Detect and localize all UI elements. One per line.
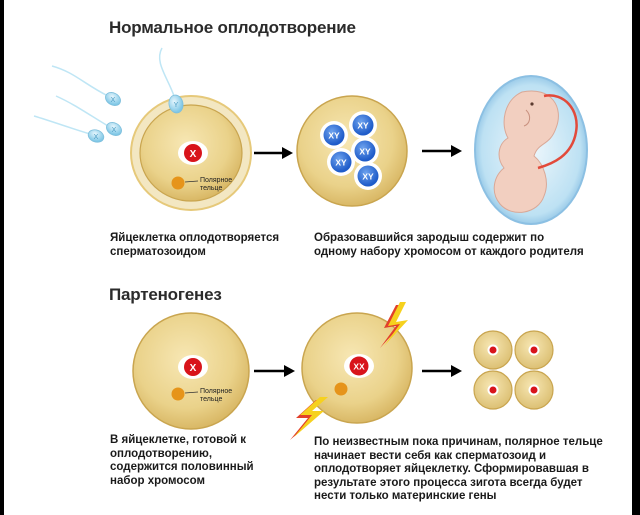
sperm-cells: X X X Y [33,47,184,143]
arrow-right-icon [254,147,293,159]
arrow-right-icon [422,145,462,157]
svg-text:X: X [111,97,116,104]
sperm-3: X [33,115,105,143]
dividing-embryo: XY XY XY XY XY [296,95,408,207]
sperm-4: Y [158,47,184,114]
svg-text:тельце: тельце [200,396,222,403]
svg-text:XY: XY [335,158,347,168]
arrow-right-icon [422,365,462,377]
svg-text:XY: XY [328,131,340,141]
svg-text:X: X [112,127,117,134]
svg-text:X: X [94,134,99,141]
svg-text:Полярное: Полярное [200,388,232,395]
sperm-1: X [51,65,121,106]
polar-body [334,382,348,396]
polar-body-label-2: тельце [200,185,222,192]
lightning-bolt-icon [380,302,408,348]
svg-text:XX: XX [353,362,365,372]
polar-body-label-1: Полярное [200,177,232,184]
polar-body [171,387,185,401]
svg-text:X: X [190,363,197,374]
title-parthenogenesis: Партеногенез [109,285,222,304]
caption-egg-half-set: В яйцеклетке, готовой к оплодотворению, … [110,434,254,487]
lightning-bolt-icon [290,397,328,440]
arrow-right-icon [254,365,295,377]
nucleus-x-label: X [190,149,197,160]
sperm-2: X [55,95,122,136]
svg-text:XY: XY [362,172,374,182]
egg-cell-unfertilized: X Полярное тельце [132,312,250,430]
caption-egg-fertilized: Яйцеклетка оплодотворяется сперматозоидо… [110,232,280,258]
diagram-canvas: X Полярное тельце X X X [33,47,588,440]
caption-polar-body-fertilization: По неизвестным пока причинам, полярное т… [314,436,603,502]
svg-text:XY: XY [357,121,369,131]
svg-text:Y: Y [174,102,179,109]
egg-cell-activated: XX [301,312,413,424]
polar-body [171,176,185,190]
nucleus-x [184,144,202,162]
fetus-illustration [474,75,588,225]
svg-text:XY: XY [359,147,371,157]
xy-cells: XY XY XY XY XY [320,111,382,190]
title-normal-fertilization: Нормальное оплодотворение [109,18,356,37]
caption-embryo: Образовавшийся зародыш содержит по одном… [314,232,584,258]
egg-cell-fertilized: X Полярное тельце [130,95,252,211]
four-cell-embryo [473,330,554,410]
